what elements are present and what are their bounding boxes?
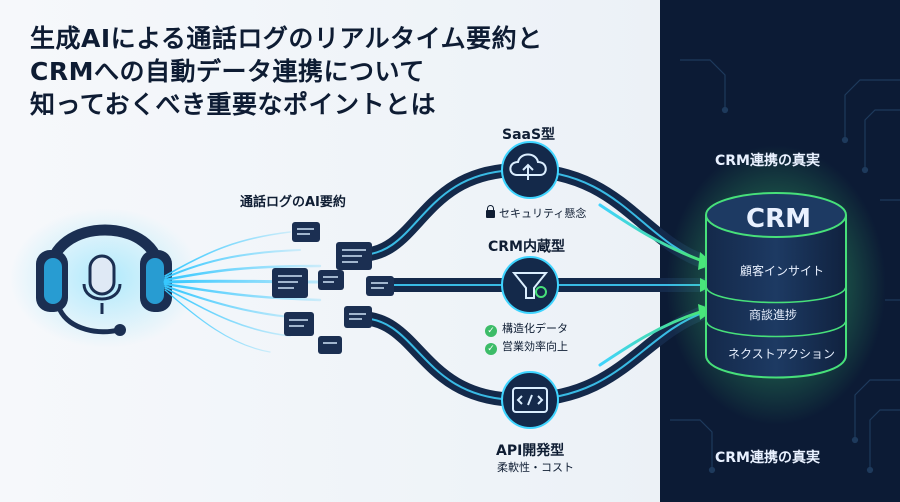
check-icon: ✓ (485, 325, 497, 337)
crm-builtin-item-1: ✓構造化データ (485, 320, 568, 337)
crm-header: CRM連携の真実 (715, 153, 820, 169)
crm-layer-2: 商談進捗 (749, 308, 798, 322)
crm-builtin-item-2: ✓営業効率向上 (485, 338, 568, 355)
data-stream (163, 231, 342, 353)
title-line-3: 知っておくべき重要なポイントとは (30, 90, 437, 119)
call-log-label: 通話ログのAI要約 (240, 195, 346, 210)
title-line-1: 生成AIによる通話ログのリアルタイム要約と (30, 24, 543, 53)
lock-icon (486, 205, 495, 218)
funnel-gear-icon (511, 272, 549, 299)
crm-builtin-node (501, 256, 559, 314)
cloud-upload-icon (509, 153, 547, 180)
saas-note-text: セキュリティ懸念 (499, 207, 587, 220)
crm-layer-3: ネクストアクション (728, 347, 836, 361)
crm-footer: CRM連携の真実 (715, 450, 820, 466)
summary-docs (272, 222, 394, 354)
saas-label: SaaS型 (502, 127, 556, 143)
api-note: 柔軟性・コスト (497, 461, 574, 474)
page-title: 生成AIによる通話ログのリアルタイム要約と CRMへの自動データ連携について 知… (30, 22, 590, 121)
api-label: API開発型 (496, 443, 565, 459)
crm-database-icon (666, 145, 886, 425)
code-window-icon (512, 387, 548, 413)
crm-label: CRM (746, 204, 811, 234)
api-node (501, 371, 559, 429)
crm-layer-1: 顧客インサイト (740, 264, 825, 278)
saas-note: セキュリティ懸念 (486, 205, 586, 221)
crm-builtin-label: CRM内蔵型 (488, 239, 565, 255)
title-line-2: CRMへの自動データ連携について (30, 57, 425, 86)
check-icon: ✓ (485, 343, 497, 355)
saas-node (501, 141, 559, 199)
circuit-traces (670, 59, 900, 474)
headset-icon (10, 208, 200, 348)
